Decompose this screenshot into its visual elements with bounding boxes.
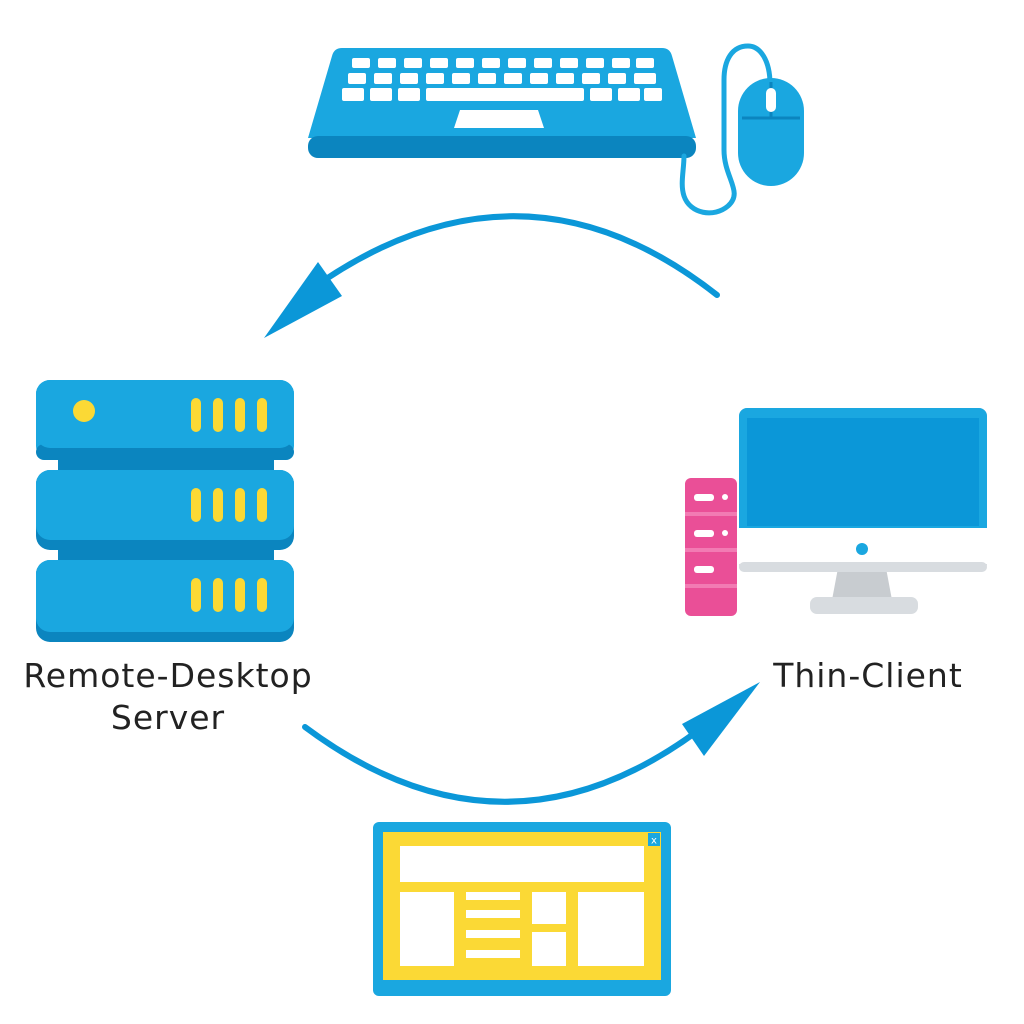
server-icon <box>36 380 294 642</box>
app-window-icon: x <box>373 822 671 996</box>
thin-client-label: Thin-Client <box>773 656 963 695</box>
server-label-line1: Remote-Desktop <box>23 656 313 695</box>
arrow-icon <box>264 213 720 338</box>
keyboard-icon <box>308 48 696 158</box>
server-label: Remote-Desktop Server <box>0 655 336 739</box>
server-label-line2: Server <box>110 698 226 737</box>
arrow-icon <box>302 682 760 805</box>
window-close-icon: x <box>651 836 657 847</box>
thin-client-icon <box>685 408 987 616</box>
mouse-icon <box>679 43 804 216</box>
